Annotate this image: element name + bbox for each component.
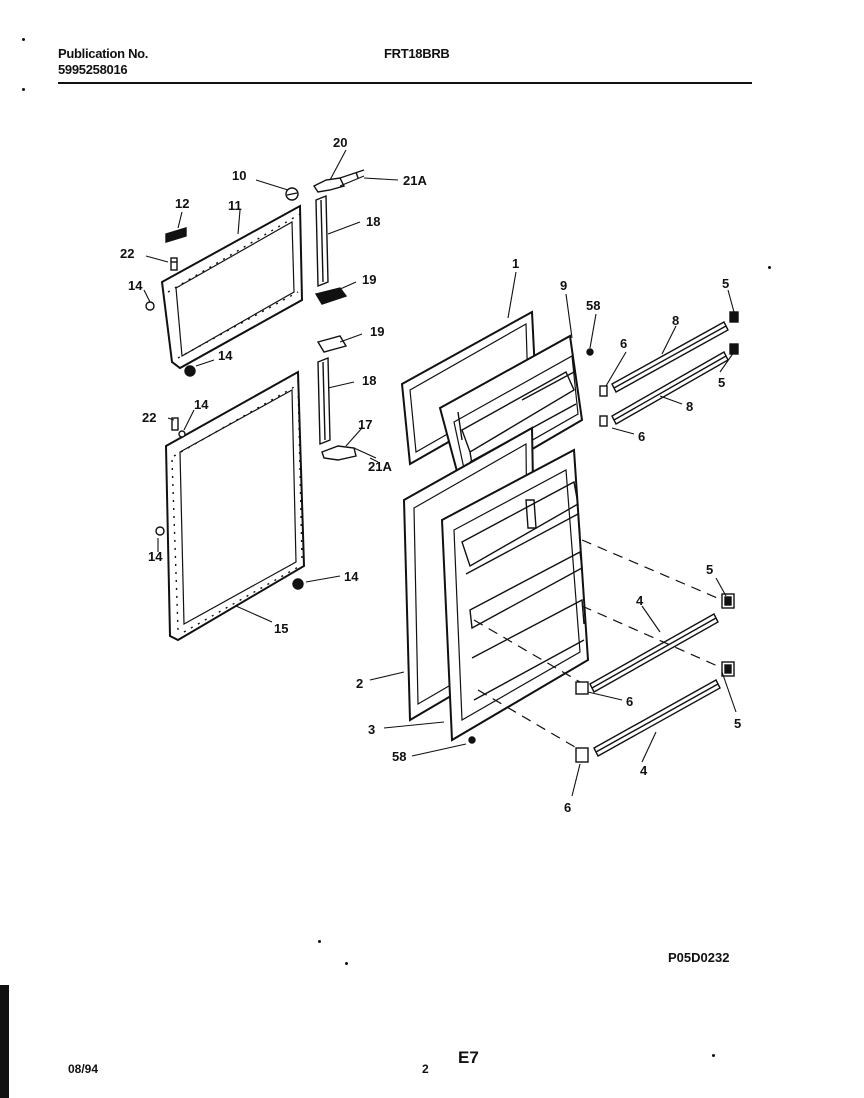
callout-2: 2 (356, 676, 363, 691)
callout-15: 15 (274, 621, 288, 636)
freezer-door-frame (160, 204, 304, 370)
assembly-guide-lines (473, 539, 723, 751)
screw (170, 257, 178, 271)
margin-dot (22, 38, 25, 41)
washer-part (145, 301, 155, 311)
fresh-food-door-frame (164, 370, 306, 642)
callout-6-c: 6 (626, 694, 633, 709)
callout-21a-lower: 21A (368, 459, 392, 474)
end-cap (729, 311, 739, 355)
callout-5-d: 5 (734, 716, 741, 731)
hinge-cover-lower (317, 356, 331, 446)
callout-20: 20 (333, 135, 347, 150)
publication-number: 5995258016 (58, 62, 128, 77)
margin-dot (768, 266, 771, 269)
callout-14-c: 14 (194, 397, 209, 412)
margin-dot (712, 1054, 715, 1057)
callout-19-lower: 19 (370, 324, 384, 339)
callout-3: 3 (368, 722, 375, 737)
model-number: FRT18BRB (384, 46, 450, 61)
callout-6-b: 6 (638, 429, 645, 444)
callout-12: 12 (175, 196, 189, 211)
washer-part (155, 526, 165, 536)
callout-5-c: 5 (706, 562, 713, 577)
callout-22-upper: 22 (120, 246, 134, 261)
washer-part (292, 578, 304, 590)
callout-6-a: 6 (620, 336, 627, 351)
screw (586, 348, 594, 356)
center-hinge (321, 445, 377, 461)
callout-4-upper: 4 (636, 593, 644, 608)
callout-22-lower: 22 (142, 410, 156, 425)
section-code: E7 (458, 1048, 479, 1067)
callout-21a: 21A (403, 173, 427, 188)
callout-5-a: 5 (722, 276, 729, 291)
screw (468, 736, 476, 744)
publication-label: Publication No. (58, 46, 149, 61)
margin-dot (345, 962, 348, 965)
washer-part (184, 365, 196, 377)
freezer-rack-upper (611, 321, 729, 393)
callout-8-upper: 8 (672, 313, 679, 328)
callout-18-upper: 18 (366, 214, 380, 229)
end-cap (721, 593, 735, 677)
callout-18-lower: 18 (362, 373, 376, 388)
margin-dot (22, 88, 25, 91)
rack-support (575, 385, 608, 763)
callout-11: 11 (228, 198, 242, 213)
callout-14-b: 14 (218, 348, 233, 363)
bearing-lower (316, 335, 348, 353)
callout-14-d: 14 (148, 549, 163, 564)
callout-19-upper: 19 (362, 272, 376, 287)
margin-dot (318, 940, 321, 943)
door-stop-part (165, 227, 187, 243)
callout-4-lower: 4 (640, 763, 648, 778)
callout-5-b: 5 (718, 375, 725, 390)
diagram-code: P05D0232 (668, 950, 730, 965)
callout-1: 1 (512, 256, 519, 271)
washer-part (178, 430, 186, 438)
hinge-pin (285, 187, 299, 201)
page-number: 2 (422, 1062, 429, 1076)
callout-6-d: 6 (564, 800, 571, 815)
callout-17: 17 (358, 417, 372, 432)
callout-8-lower: 8 (686, 399, 693, 414)
header-rule (58, 82, 752, 84)
callout-9: 9 (560, 278, 567, 293)
footer-date: 08/94 (68, 1062, 99, 1076)
top-hinge (312, 169, 365, 193)
leader-lines (143, 149, 737, 797)
fresh-food-door-liner (440, 448, 590, 742)
callout-58-lower: 58 (392, 749, 406, 764)
callout-58-upper: 58 (586, 298, 600, 313)
bearing-upper (314, 287, 348, 305)
callout-14-a: 14 (128, 278, 143, 293)
scan-edge-mark (0, 985, 9, 1098)
fresh-food-rack-upper (589, 613, 719, 693)
callout-10: 10 (232, 168, 246, 183)
hinge-cover-upper (315, 194, 329, 288)
screw (171, 417, 179, 431)
fresh-food-rack-lower (593, 679, 721, 757)
callout-14-e: 14 (344, 569, 359, 584)
